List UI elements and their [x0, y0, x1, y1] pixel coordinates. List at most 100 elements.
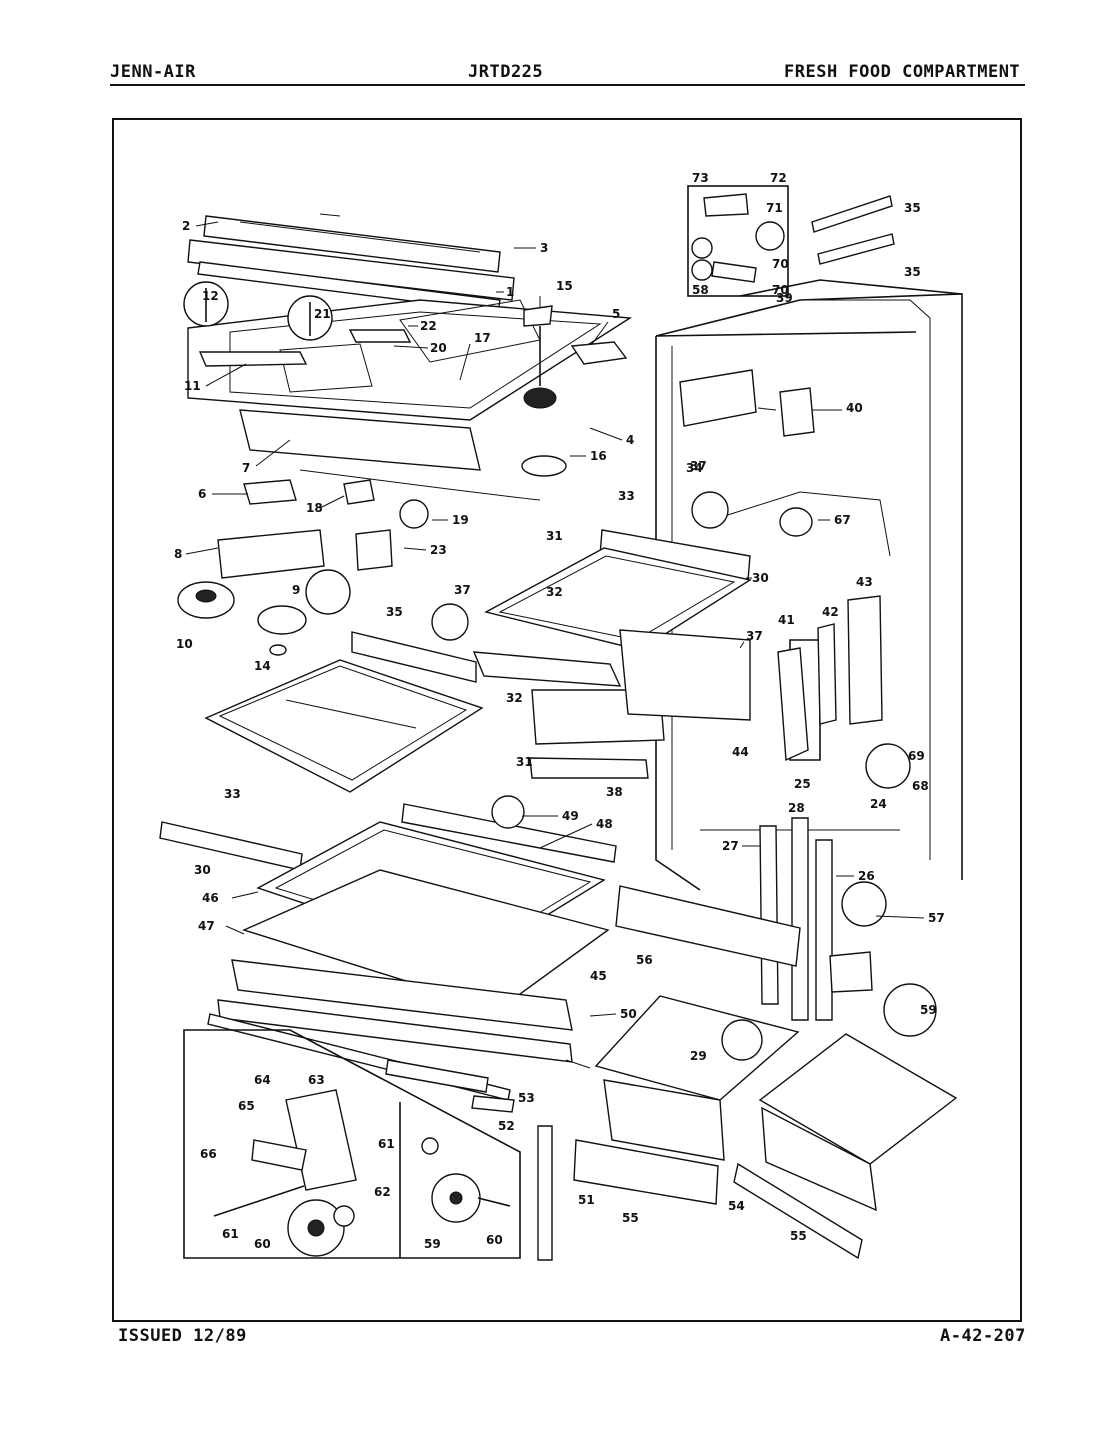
part-label: 17 — [474, 331, 491, 345]
part-label: 43 — [856, 575, 873, 589]
part-label: 50 — [620, 1007, 637, 1021]
brand-label: JENN-AIR — [110, 62, 196, 82]
part-label: 24 — [870, 797, 887, 811]
ladder-racks — [759, 507, 937, 1037]
part-label: 7 — [242, 461, 250, 475]
issued-date: ISSUED 12/89 — [118, 1326, 247, 1346]
part-label: 61 — [222, 1227, 239, 1241]
section-title: FRESH FOOD COMPARTMENT — [784, 62, 1021, 82]
part-label: 3 — [540, 241, 548, 255]
part-label: 59 — [424, 1237, 441, 1251]
upper-shelf-assembly — [431, 491, 752, 779]
part-label: 61 — [378, 1137, 395, 1151]
part-label: 63 — [308, 1073, 325, 1087]
part-label: 55 — [622, 1211, 639, 1225]
part-label: 70 — [772, 283, 789, 297]
part-label: 32 — [546, 585, 563, 599]
part-label: 2 — [182, 219, 190, 233]
part-label: 70 — [772, 257, 789, 271]
page-id: A-42-207 — [940, 1326, 1026, 1346]
part-label: 67 — [834, 513, 851, 527]
diagram-frame — [112, 118, 1022, 1322]
part-labels: 1 2 3 4 5 6 7 8 9 10 11 12 14 15 16 17 1… — [174, 171, 945, 1251]
crisper-drawers — [573, 885, 958, 1260]
leader-lines — [185, 221, 925, 1069]
cabinet-liner — [655, 293, 963, 891]
part-label: 31 — [516, 755, 533, 769]
roller-inset — [183, 1029, 521, 1259]
part-label: 49 — [562, 809, 579, 823]
part-label: 60 — [486, 1233, 503, 1247]
part-label: 37 — [454, 583, 471, 597]
part-label: 46 — [202, 891, 219, 905]
part-label: 57 — [928, 911, 945, 925]
part-label: 44 — [732, 745, 749, 759]
part-label: 23 — [430, 543, 447, 557]
part-label: 25 — [794, 777, 811, 791]
part-label: 37 — [690, 459, 707, 473]
part-label: 9 — [292, 583, 300, 597]
light-cover-assembly — [187, 213, 515, 313]
part-label: 64 — [254, 1073, 271, 1087]
part-label: 56 — [636, 953, 653, 967]
part-label: 39 — [776, 291, 793, 305]
part-label: 21 — [314, 307, 331, 321]
part-label: 28 — [788, 801, 805, 815]
part-label: 54 — [728, 1199, 745, 1213]
part-label: 65 — [238, 1099, 255, 1113]
part-label: 8 — [174, 547, 182, 561]
part-label: 41 — [778, 613, 795, 627]
part-label: 16 — [590, 449, 607, 463]
part-label: 33 — [224, 787, 241, 801]
part-label: 73 — [692, 171, 709, 185]
part-label: 14 — [254, 659, 271, 673]
part-label: 59 — [920, 1003, 937, 1017]
part-label: 32 — [506, 691, 523, 705]
part-label: 35 — [904, 201, 921, 215]
part-label: 68 — [912, 779, 929, 793]
small-parts-mid — [177, 469, 541, 656]
part-label: 47 — [198, 919, 215, 933]
part-label: 30 — [194, 863, 211, 877]
part-label: 37 — [746, 629, 763, 643]
part-label: 27 — [722, 839, 739, 853]
part-label: 5 — [612, 307, 620, 321]
part-label: 55 — [790, 1229, 807, 1243]
left-shelf-assembly — [204, 631, 484, 793]
part-label: 12 — [202, 289, 219, 303]
part-label: 58 — [692, 283, 709, 297]
part-label: 52 — [498, 1119, 515, 1133]
part-label: 53 — [518, 1091, 535, 1105]
part-label: 34 — [686, 461, 703, 475]
part-label: 11 — [184, 379, 201, 393]
small-parts-upper — [183, 281, 628, 477]
misc-strips — [471, 1095, 553, 1261]
top-right-inset — [687, 185, 963, 297]
part-label: 1 — [506, 285, 514, 299]
part-label: 71 — [766, 201, 783, 215]
part-label: 22 — [420, 319, 437, 333]
part-label: 15 — [556, 279, 573, 293]
part-label: 62 — [374, 1185, 391, 1199]
part-label: 35 — [386, 605, 403, 619]
part-label: 40 — [846, 401, 863, 415]
part-label: 66 — [200, 1147, 217, 1161]
part-label: 33 — [618, 489, 635, 503]
part-label: 51 — [578, 1193, 595, 1207]
part-label: 18 — [306, 501, 323, 515]
part-label: 10 — [176, 637, 193, 651]
part-label: 60 — [254, 1237, 271, 1251]
part-label: 69 — [908, 749, 925, 763]
part-label: 19 — [452, 513, 469, 527]
part-label: 26 — [858, 869, 875, 883]
part-label: 45 — [590, 969, 607, 983]
part-label: 35 — [904, 265, 921, 279]
part-label: 6 — [198, 487, 206, 501]
part-label: 48 — [596, 817, 613, 831]
part-label: 30 — [752, 571, 769, 585]
model-label: JRTD225 — [468, 62, 544, 82]
lower-shelf-assembly — [159, 795, 617, 1101]
part-label: 72 — [770, 171, 787, 185]
part-label: 31 — [546, 529, 563, 543]
